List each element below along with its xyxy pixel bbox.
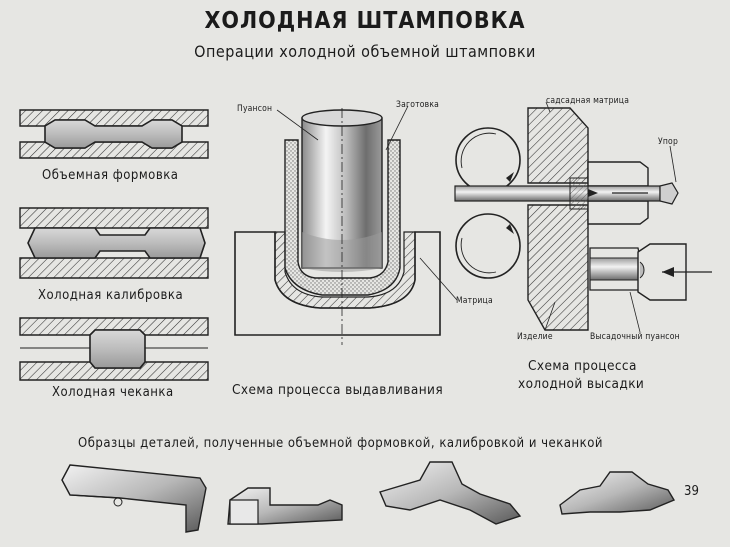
label-blank: Заготовка: [396, 100, 440, 110]
sample-part-4: [559, 471, 676, 515]
page-subtitle: Операции холодной объемной штамповки: [194, 42, 536, 61]
label-heading-punch: Высадочный пуансон: [590, 332, 680, 342]
sample-part-2: [227, 487, 343, 525]
caption-forming: Объемная формовка: [42, 168, 179, 183]
forming-diagram: [19, 109, 209, 159]
sample-part-1: [61, 464, 207, 533]
samples-caption: Образцы деталей, полученные объемной фор…: [78, 436, 603, 451]
label-stop: Упор: [658, 137, 678, 147]
label-heading-die: садсадная матрица: [546, 96, 630, 106]
label-die: Матрица: [456, 296, 493, 306]
caption-heading-line1: Схема процесса: [528, 358, 637, 374]
page-title: ХОЛОДНАЯ ШТАМПОВКА: [204, 8, 526, 34]
caption-calibration: Холодная калибровка: [38, 288, 184, 303]
extrusion-diagram: [234, 105, 458, 345]
label-part: Изделие: [517, 332, 553, 342]
label-punch: Пуансон: [237, 104, 273, 114]
sample-part-3: [379, 461, 522, 525]
calibration-diagram: [19, 207, 209, 279]
caption-coining: Холодная чеканка: [52, 385, 174, 400]
page-number: 39: [684, 484, 699, 499]
heading-diagram: [454, 101, 712, 333]
caption-heading-line2: холодной высадки: [518, 376, 645, 392]
caption-extrusion: Схема процесса выдавливания: [232, 382, 444, 398]
coining-diagram: [19, 317, 209, 381]
